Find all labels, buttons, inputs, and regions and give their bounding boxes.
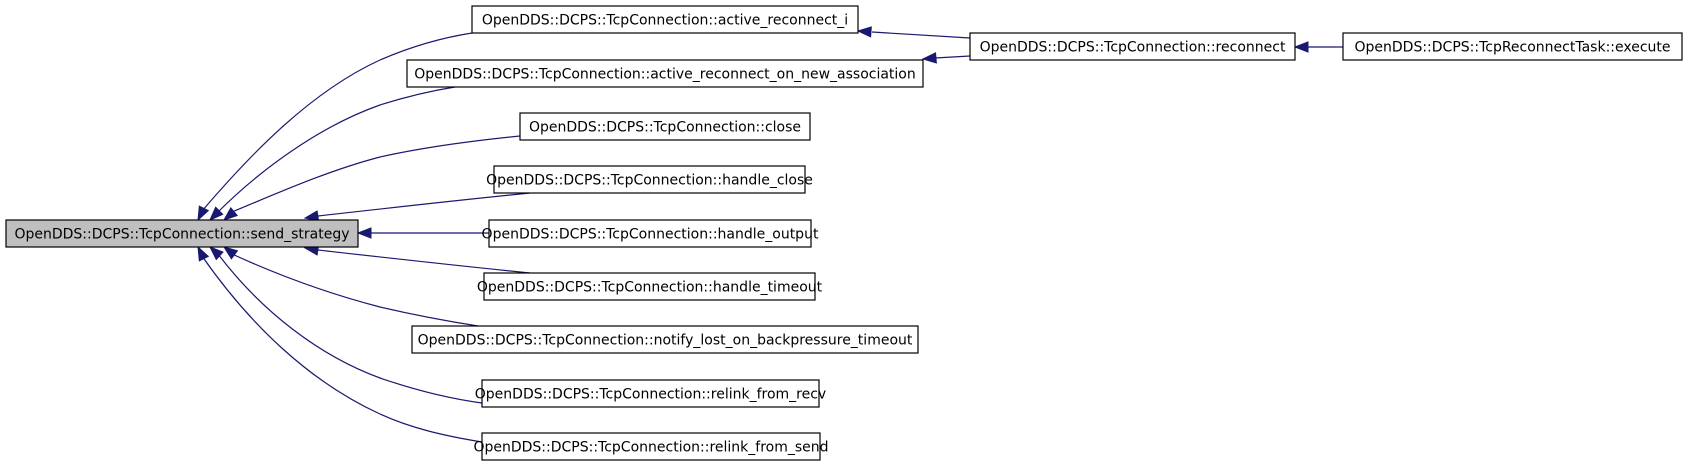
node-notify-lost-on-backpressure-timeout[interactable]: OpenDDS::DCPS::TcpConnection::notify_los… [411,325,919,354]
arrowhead-icon [197,205,210,222]
edge-reconnect-to-active_reconnect_on_new_association [921,52,971,64]
edge-handle_timeout-to-send_strategy [303,244,531,274]
node-label: OpenDDS::DCPS::TcpReconnectTask::execute [1354,40,1670,56]
edge-line [231,135,521,213]
edge-line [231,253,479,327]
edge-execute-to-reconnect [1293,41,1343,53]
edge-line [201,32,473,212]
node-label: OpenDDS::DCPS::TcpConnection::notify_los… [418,333,913,349]
node-label: OpenDDS::DCPS::TcpConnection::handle_clo… [486,173,813,189]
node-execute[interactable]: OpenDDS::DCPS::TcpReconnectTask::execute [1342,32,1683,61]
node-label: OpenDDS::DCPS::TcpConnection::relink_fro… [473,440,828,456]
nodes-layer: OpenDDS::DCPS::TcpConnection::send_strat… [5,5,1683,461]
arrowhead-icon [209,206,224,221]
edge-line [317,249,531,274]
node-box [406,59,924,88]
node-label: OpenDDS::DCPS::TcpConnection::send_strat… [14,227,349,243]
node-reconnect[interactable]: OpenDDS::DCPS::TcpConnection::reconnect [969,32,1296,61]
arrowhead-icon [356,227,372,239]
edge-relink_from_send-to-send_strategy [197,245,483,443]
node-label: OpenDDS::DCPS::TcpConnection::close [529,120,801,136]
node-active-reconnect-on-new-association[interactable]: OpenDDS::DCPS::TcpConnection::active_rec… [406,59,924,88]
node-box [969,32,1296,61]
arrowhead-icon [856,26,872,38]
edges-layer [197,26,1343,443]
edge-line [217,253,483,404]
node-box [471,5,859,34]
edge-close-to-send_strategy [222,135,521,221]
node-box [488,219,812,248]
edge-reconnect-to-active_reconnect_i [856,26,971,39]
edge-active_reconnect_on_new_association-to-send_strategy [209,86,456,221]
node-box [481,379,820,408]
arrowhead-icon [1293,41,1309,53]
node-box [483,272,816,301]
node-label: OpenDDS::DCPS::TcpConnection::handle_out… [482,227,819,243]
edge-handle_output-to-send_strategy [356,227,489,239]
arrowhead-icon [921,52,937,64]
node-label: OpenDDS::DCPS::TcpConnection::reconnect [980,40,1286,56]
node-box [493,165,806,194]
arrowhead-icon [208,246,224,261]
node-box [1342,32,1683,61]
node-label: OpenDDS::DCPS::TcpConnection::handle_tim… [477,280,823,296]
node-handle-close[interactable]: OpenDDS::DCPS::TcpConnection::handle_clo… [486,165,813,194]
node-close[interactable]: OpenDDS::DCPS::TcpConnection::close [519,112,811,141]
node-relink-from-send[interactable]: OpenDDS::DCPS::TcpConnection::relink_fro… [473,432,829,461]
edge-line [201,255,483,443]
edge-notify_lost_on_backpressure_timeout-to-send_strategy [222,246,479,327]
node-box [519,112,811,141]
arrowhead-icon [222,246,239,260]
node-label: OpenDDS::DCPS::TcpConnection::relink_fro… [475,387,826,403]
node-box [411,325,919,354]
node-active-reconnect-i[interactable]: OpenDDS::DCPS::TcpConnection::active_rec… [471,5,859,34]
arrowhead-icon [197,245,210,262]
edge-relink_from_recv-to-send_strategy [208,246,483,404]
edge-line [317,192,531,217]
node-box [481,432,821,461]
node-handle-timeout[interactable]: OpenDDS::DCPS::TcpConnection::handle_tim… [477,272,823,301]
edge-active_reconnect_i-to-send_strategy [197,32,473,222]
node-label: OpenDDS::DCPS::TcpConnection::active_rec… [482,13,848,29]
edge-handle_close-to-send_strategy [303,192,531,222]
node-send-strategy[interactable]: OpenDDS::DCPS::TcpConnection::send_strat… [5,219,359,248]
node-handle-output[interactable]: OpenDDS::DCPS::TcpConnection::handle_out… [482,219,819,248]
arrowhead-icon [222,206,239,221]
node-relink-from-recv[interactable]: OpenDDS::DCPS::TcpConnection::relink_fro… [475,379,826,408]
edge-line [934,55,971,59]
edge-line [217,86,456,213]
node-label: OpenDDS::DCPS::TcpConnection::active_rec… [414,67,916,83]
node-box [5,219,359,248]
edge-line [871,31,971,39]
